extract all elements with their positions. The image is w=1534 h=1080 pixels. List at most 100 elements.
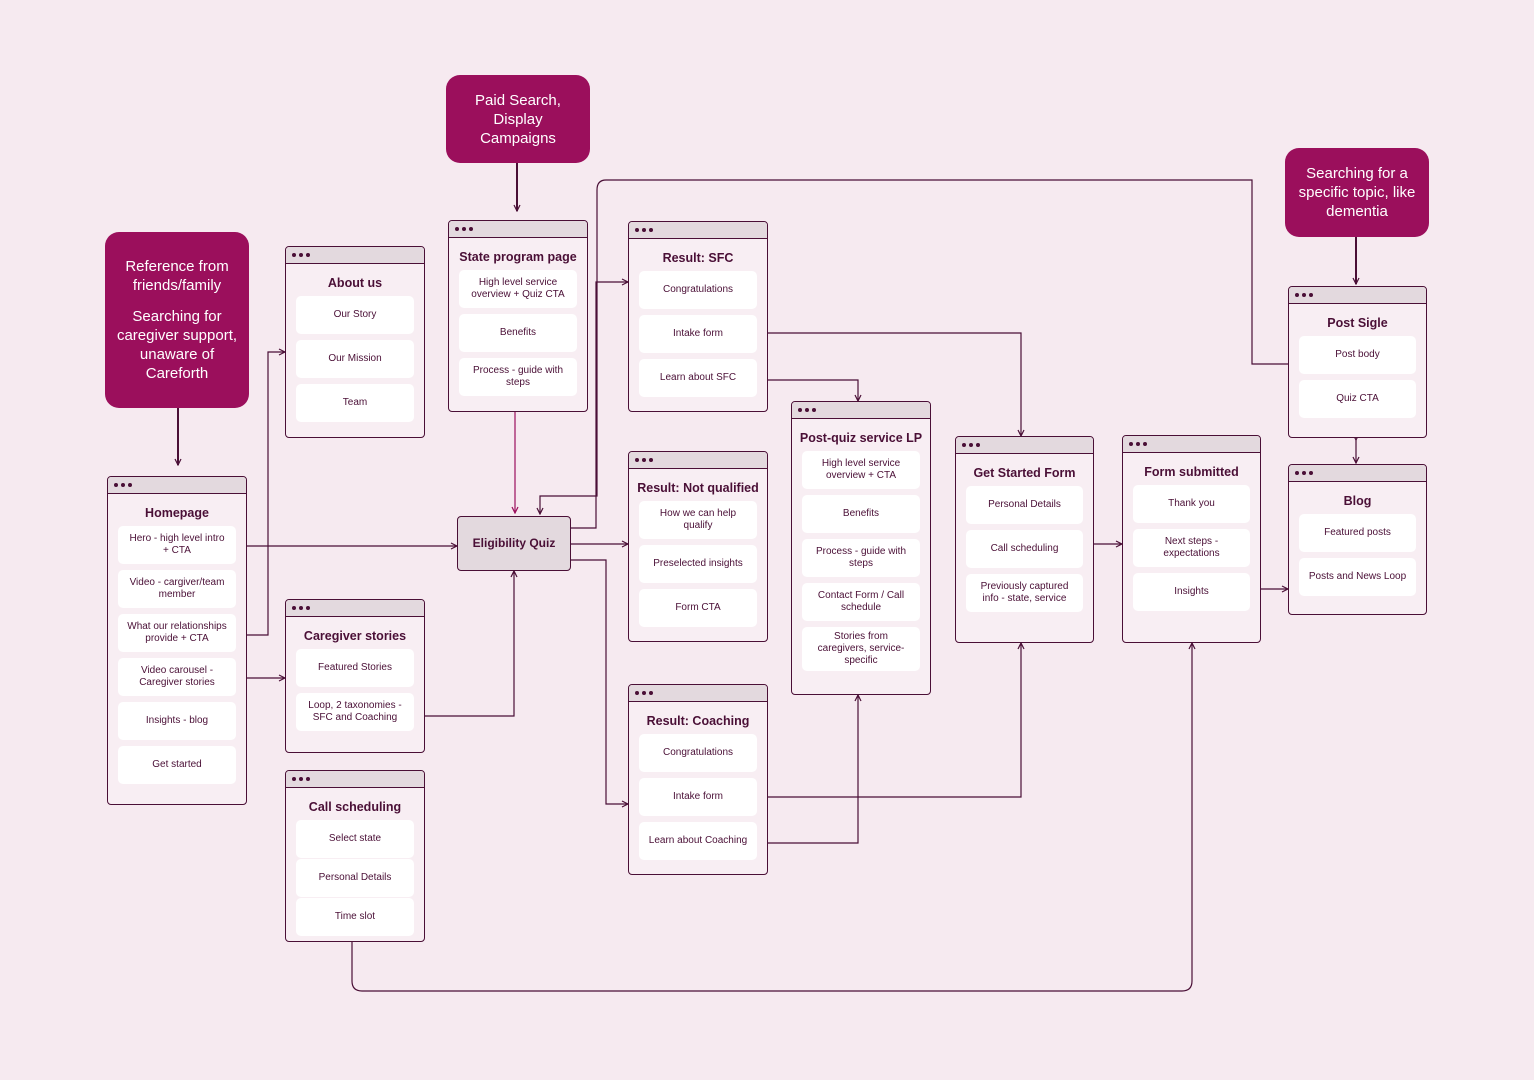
section-list: High level service overview + CTA Benefit… [792, 451, 930, 671]
page-title: Post Sigle [1327, 316, 1388, 330]
page-section[interactable]: Benefits [459, 314, 577, 352]
window-dot-icon [292, 606, 296, 610]
window-dot-icon [292, 253, 296, 257]
window-dot-icon [299, 253, 303, 257]
page-title: Get Started Form [973, 466, 1076, 480]
page-section[interactable]: Stories from caregivers, service-specifi… [802, 627, 920, 671]
window-dot-icon [455, 227, 459, 231]
window-chrome-bar [629, 685, 767, 702]
page-section[interactable]: Thank you [1133, 485, 1250, 523]
page-section[interactable]: Preselected insights [639, 545, 757, 583]
page-section[interactable]: Congratulations [639, 734, 757, 772]
page-section[interactable]: Congratulations [639, 271, 757, 309]
page-section[interactable]: Posts and News Loop [1299, 558, 1416, 596]
window-dot-icon [1302, 293, 1306, 297]
window-dot-icon [1136, 442, 1140, 446]
window-dot-icon [1309, 293, 1313, 297]
page-section[interactable]: Learn about Coaching [639, 822, 757, 860]
page-section[interactable]: Intake form [639, 778, 757, 816]
window-dot-icon [114, 483, 118, 487]
window-chrome-bar [956, 437, 1093, 454]
window-chrome-bar [1289, 287, 1426, 304]
page-title: Result: SFC [662, 251, 734, 265]
window-dot-icon [128, 483, 132, 487]
window-dot-icon [798, 408, 802, 412]
page-section[interactable]: Previously captured info - state, servic… [966, 574, 1083, 612]
page-section[interactable]: Video carousel - Caregiver stories [118, 658, 236, 696]
window-dot-icon [1295, 471, 1299, 475]
page-section[interactable]: Quiz CTA [1299, 380, 1416, 418]
window-dot-icon [306, 777, 310, 781]
page-section[interactable]: Get started [118, 746, 236, 784]
page-section[interactable]: Time slot [296, 898, 414, 936]
window-dot-icon [1143, 442, 1147, 446]
window-dot-icon [462, 227, 466, 231]
page-section[interactable]: Benefits [802, 495, 920, 533]
page-section[interactable]: Insights - blog [118, 702, 236, 740]
page-section[interactable]: Form CTA [639, 589, 757, 627]
page-section[interactable]: How we can help qualify [639, 501, 757, 539]
page-section[interactable]: Video - cargiver/team member [118, 570, 236, 608]
callout-text: Reference from friends/family [125, 258, 229, 294]
page-section[interactable]: High level service overview + Quiz CTA [459, 270, 577, 308]
window-chrome-bar [449, 221, 587, 238]
page-title: State program page [459, 250, 577, 264]
eligibility-quiz[interactable]: Eligibility Quiz [457, 516, 571, 571]
page-title: About us [327, 276, 383, 290]
page-section[interactable]: Our Story [296, 296, 414, 334]
page-section[interactable]: Team [296, 384, 414, 422]
page-section[interactable]: Next steps - expectations [1133, 529, 1250, 567]
callout-topic-search: Searching for a specific topic, like dem… [1285, 148, 1429, 237]
page-section[interactable]: Select state [296, 820, 414, 858]
window-dot-icon [1129, 442, 1133, 446]
page-section[interactable]: Hero - high level intro + CTA [118, 526, 236, 564]
page-section[interactable]: Call scheduling [966, 530, 1083, 568]
window-dot-icon [306, 253, 310, 257]
page-title: Caregiver stories [303, 629, 407, 643]
page-section[interactable]: Featured posts [1299, 514, 1416, 552]
page-section[interactable]: Process - guide with steps [802, 539, 920, 577]
window-chrome-bar [108, 477, 246, 494]
page-section[interactable]: Contact Form / Call schedule [802, 583, 920, 621]
page-section[interactable]: Learn about SFC [639, 359, 757, 397]
page-section[interactable]: High level service overview + CTA [802, 451, 920, 489]
page-section[interactable]: Our Mission [296, 340, 414, 378]
section-list: Hero - high level intro + CTA Video - car… [108, 526, 246, 784]
page-section[interactable]: Intake form [639, 315, 757, 353]
page-section[interactable]: Loop, 2 taxonomies - SFC and Coaching [296, 693, 414, 731]
page-section[interactable]: Featured Stories [296, 649, 414, 687]
callout-paid-search: Paid Search, Display Campaigns [446, 75, 590, 163]
window-chrome-bar [286, 771, 424, 788]
window-dot-icon [635, 228, 639, 232]
page-section[interactable]: Personal Details [296, 859, 414, 897]
page-section[interactable]: Insights [1133, 573, 1250, 611]
page-section[interactable]: Process - guide with steps [459, 358, 577, 396]
callout-text: Paid Search, Display Campaigns [475, 91, 561, 147]
window-dot-icon [642, 458, 646, 462]
window-dot-icon [1309, 471, 1313, 475]
page-section[interactable]: What our relationships provide + CTA [118, 614, 236, 652]
page-section[interactable]: Personal Details [966, 486, 1083, 524]
window-dot-icon [1302, 471, 1306, 475]
page-section[interactable]: Post body [1299, 336, 1416, 374]
